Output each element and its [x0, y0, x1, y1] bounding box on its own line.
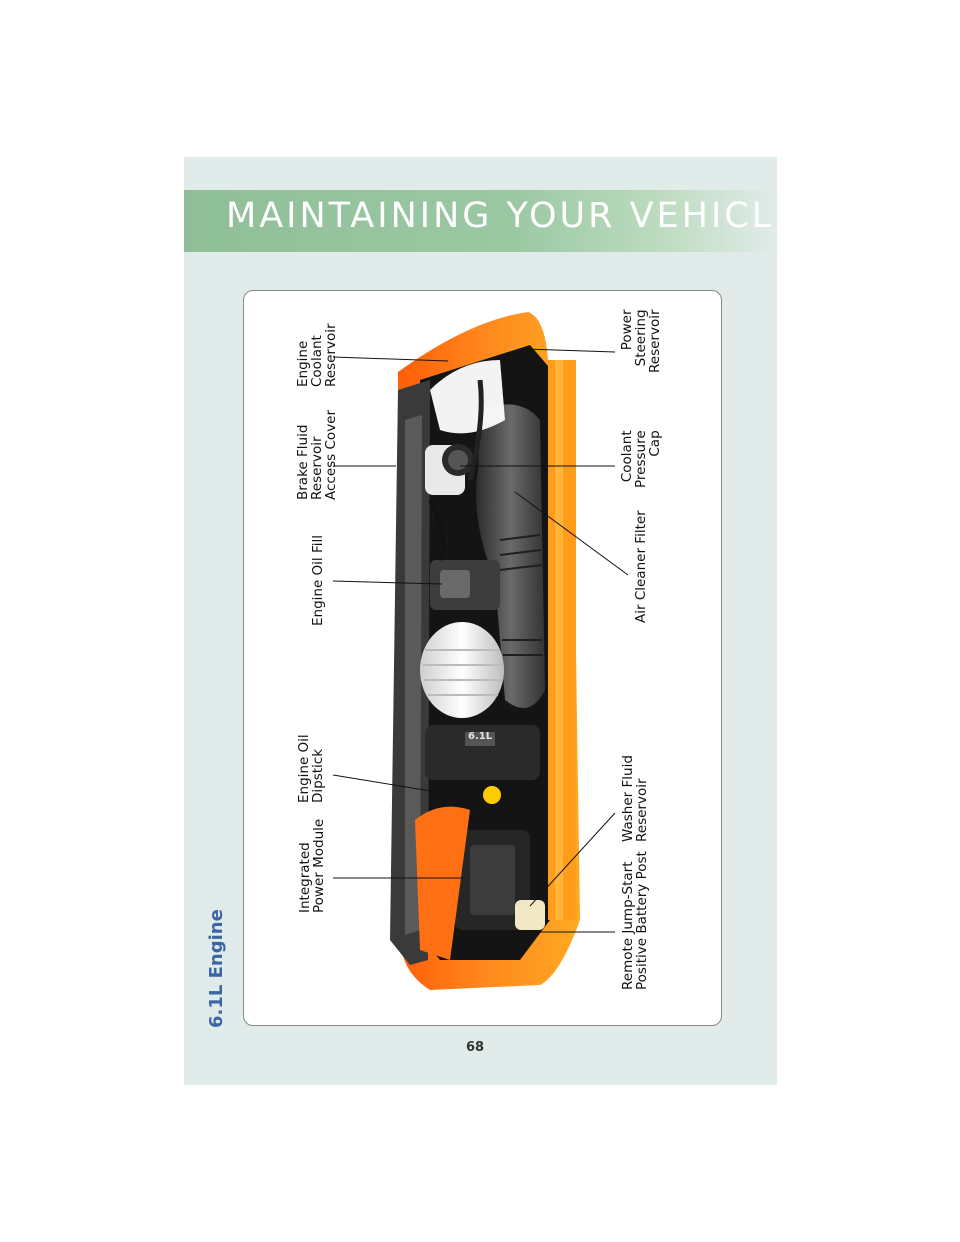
leader-power-steering	[524, 348, 616, 353]
leader-washer	[529, 812, 616, 907]
section-title: 6.1L Engine	[206, 909, 227, 1028]
leader-dipstick	[332, 774, 444, 794]
header-bar	[184, 190, 777, 252]
page-number: 68	[466, 1040, 485, 1055]
engine-badge: 6.1L	[468, 731, 493, 742]
leader-coolant-reservoir	[332, 356, 449, 362]
label-power-steering-reservoir: Power Steering Reservoir	[619, 309, 663, 373]
label-engine-oil-fill: Engine Oil Fill	[310, 534, 326, 626]
label-engine-coolant-reservoir: Engine Coolant Reservoir	[295, 323, 339, 387]
label-washer-fluid-reservoir: Washer Fluid Reservoir	[620, 755, 650, 842]
label-engine-oil-dipstick: Engine Oil Dipstick	[296, 734, 326, 803]
leader-air-cleaner	[514, 491, 629, 576]
engine-cover	[425, 725, 540, 780]
label-air-cleaner-filter: Air Cleaner Filter	[633, 510, 649, 623]
air-intake	[476, 404, 545, 708]
label-integrated-power-module: Integrated Power Module	[297, 818, 327, 913]
label-remote-jump-start: Remote Jump-Start Positive Battery Post	[620, 851, 650, 990]
label-brake-fluid-reservoir: Brake Fluid Reservoir Access Cover	[295, 409, 339, 500]
page-title: MAINTAINING YOUR VEHICLE	[226, 196, 800, 236]
label-coolant-pressure-cap: Coolant Pressure Cap	[619, 430, 663, 488]
leader-oil-fill	[332, 580, 443, 585]
